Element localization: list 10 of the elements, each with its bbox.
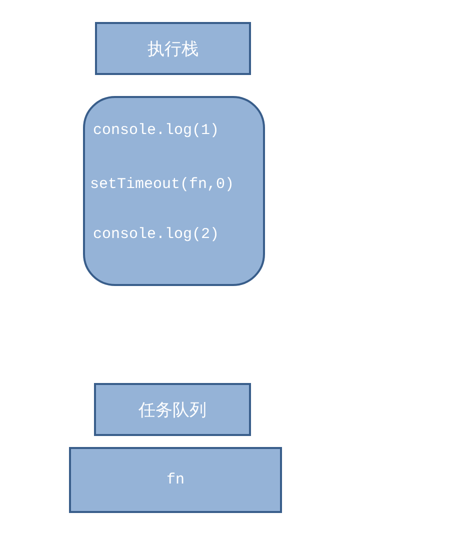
node-label: 任务队列 — [138, 399, 208, 421]
stack-box — [83, 96, 265, 286]
node-label: 执行栈 — [146, 38, 200, 60]
code-text: console.log(1) — [93, 122, 220, 139]
code-text: setTimeout(fn,0) — [90, 176, 234, 193]
process-box — [95, 22, 251, 75]
code-text: fn — [165, 472, 186, 488]
process-box — [94, 383, 251, 436]
process-box — [69, 447, 282, 513]
code-text: console.log(2) — [93, 226, 220, 243]
